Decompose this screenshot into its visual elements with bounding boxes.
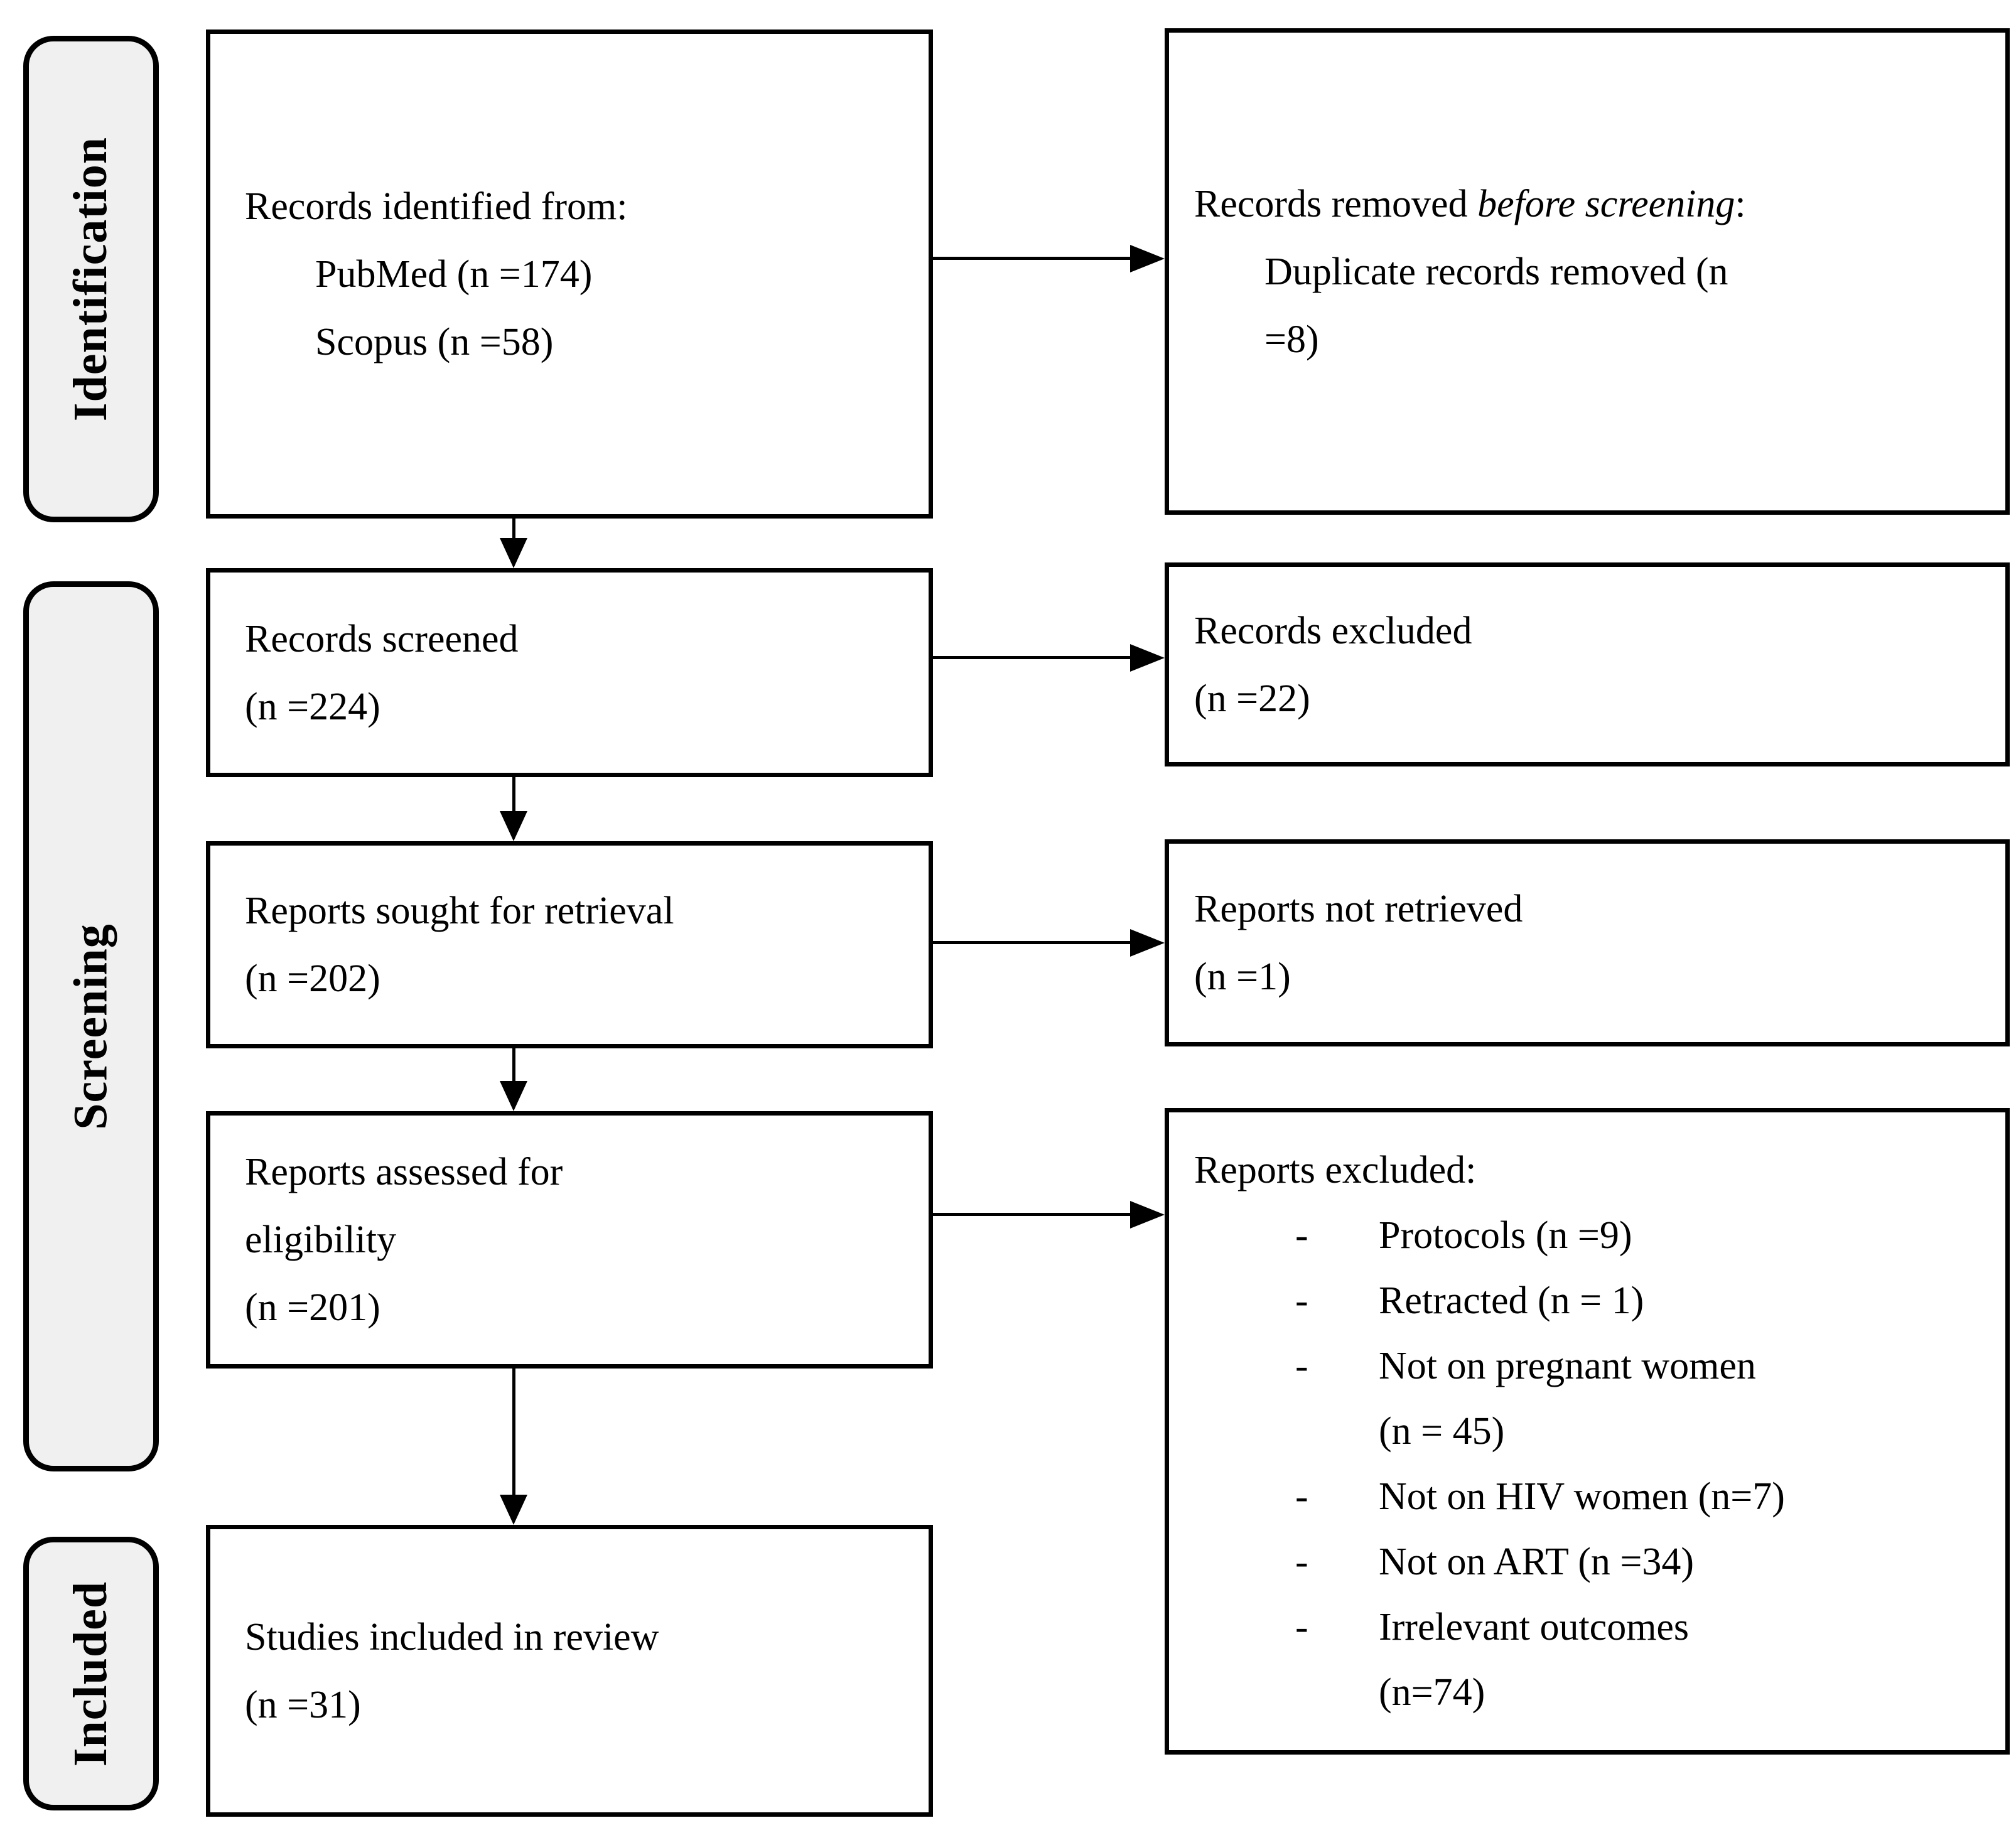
excluded-item-not-hiv: - Not on HIV women (n=7) [1194,1464,1990,1529]
excluded-item-text: Protocols (n =9) [1379,1214,1632,1257]
arrow-head-identified-to-removed [1130,245,1165,272]
records-excluded-count: (n =22) [1194,677,1310,720]
studies-included-count: (n =31) [245,1683,361,1726]
records-removed-heading-italic: before screening [1477,182,1735,225]
stage-included: Included [23,1537,159,1810]
box-reports-not-retrieved: Reports not retrieved (n =1) [1165,839,2010,1046]
records-identified-heading: Records identified from: [245,185,628,228]
records-identified-scopus: Scopus (n =58) [315,320,554,363]
arrow-head-sought-to-not-retrieved [1130,929,1165,957]
reports-not-retrieved-text: Reports not retrieved [1194,888,1523,930]
duplicates-removed-count: =8) [1264,318,1319,361]
excluded-item-text: Not on HIV women (n=7) [1379,1475,1785,1518]
records-identified-pubmed: PubMed (n =174) [315,252,593,296]
excluded-item-text: (n = 45) [1379,1410,1505,1453]
excluded-item-protocols: - Protocols (n =9) [1194,1203,1990,1268]
stage-identification-label: Identification [64,136,117,422]
studies-included-text: Studies included in review [245,1615,659,1659]
records-screened-count: (n =224) [245,685,380,728]
excluded-item-text: (n=74) [1379,1671,1485,1714]
box-records-excluded: Records excluded (n =22) [1165,562,2010,766]
arrow-head-screened-to-excluded [1130,644,1165,672]
reports-assessed-count: (n =201) [245,1286,380,1329]
records-screened-text: Records screened [245,617,519,660]
bullet-dash: - [1295,1475,1308,1518]
bullet-dash: - [1295,1279,1308,1322]
box-records-identified: Records identified from: PubMed (n =174)… [206,30,933,519]
reports-assessed-text-1: Reports assessed for [245,1151,563,1193]
arrow-line-sought-to-not-retrieved [933,941,1131,944]
excluded-item-not-pregnant-count: (n = 45) [1194,1399,1990,1464]
bullet-dash: - [1295,1606,1308,1648]
reports-sought-count: (n =202) [245,957,380,1000]
duplicates-removed-text: Duplicate records removed (n [1264,250,1728,293]
arrow-line-screened-to-excluded [933,656,1131,659]
box-reports-excluded: Reports excluded: - Protocols (n =9) - Ret… [1165,1108,2010,1755]
box-studies-included: Studies included in review (n =31) [206,1525,933,1817]
box-records-screened: Records screened (n =224) [206,568,933,777]
stage-screening: Screening [23,581,159,1471]
arrow-head-assessed-to-included [500,1495,527,1525]
box-reports-assessed: Reports assessed for eligibility (n =201… [206,1111,933,1369]
stage-screening-label: Screening [64,923,117,1130]
excluded-item-not-pregnant: - Not on pregnant women [1194,1333,1990,1399]
records-excluded-text: Records excluded [1194,609,1472,652]
bullet-dash: - [1295,1345,1308,1387]
reports-sought-text: Reports sought for retrieval [245,890,674,932]
arrow-head-identified-to-screened [500,538,527,568]
excluded-item-text: Not on ART (n =34) [1379,1541,1694,1583]
box-reports-sought: Reports sought for retrieval (n =202) [206,841,933,1048]
excluded-item-irrelevant-count: (n=74) [1194,1660,1990,1725]
arrow-line-assessed-to-included [512,1369,515,1497]
stage-included-label: Included [64,1581,117,1767]
stage-identification: Identification [23,36,159,522]
excluded-item-retracted: - Retracted (n = 1) [1194,1268,1990,1333]
arrow-line-assessed-to-reports-excluded [933,1213,1131,1216]
excluded-item-text: Not on pregnant women [1379,1345,1756,1387]
excluded-item-not-art: - Not on ART (n =34) [1194,1529,1990,1594]
arrow-head-screened-to-sought [500,811,527,841]
reports-excluded-heading: Reports excluded: [1194,1149,1477,1191]
records-removed-heading-pre: Records removed [1194,182,1478,225]
excluded-item-text: Retracted (n = 1) [1379,1279,1644,1322]
arrow-line-screened-to-sought [512,777,515,814]
bullet-dash [1295,1399,1379,1464]
reports-assessed-text-2: eligibility [245,1218,397,1261]
arrow-head-assessed-to-reports-excluded [1130,1201,1165,1229]
records-removed-heading: Records removed before screening: [1194,170,1990,238]
arrow-line-sought-to-assessed [512,1048,515,1084]
bullet-dash: - [1295,1214,1308,1257]
reports-not-retrieved-count: (n =1) [1194,955,1291,998]
excluded-item-text: Irrelevant outcomes [1379,1606,1690,1648]
arrow-line-identified-to-removed [933,257,1131,260]
excluded-item-irrelevant: - Irrelevant outcomes [1194,1594,1990,1660]
arrow-line-identified-to-screened [512,519,515,541]
bullet-dash: - [1295,1541,1308,1583]
bullet-dash [1295,1660,1379,1725]
records-removed-heading-post: : [1735,182,1746,225]
arrow-head-sought-to-assessed [500,1081,527,1111]
box-records-removed: Records removed before screening: Duplic… [1165,28,2010,515]
